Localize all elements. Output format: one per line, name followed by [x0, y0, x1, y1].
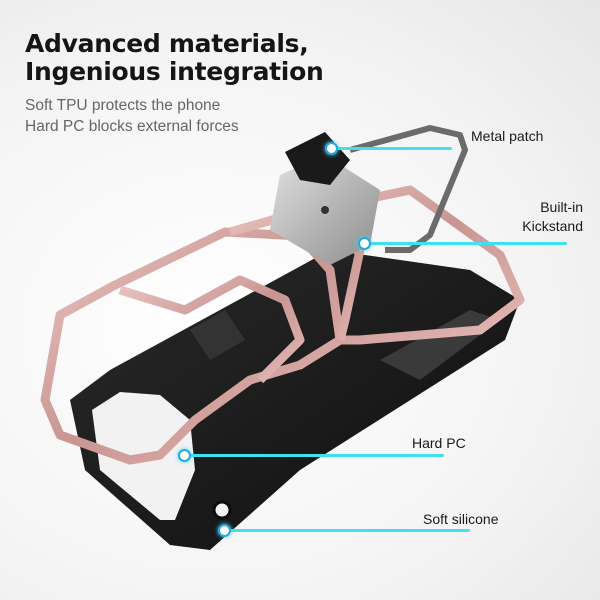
callout-label-metal-patch: Metal patch — [471, 128, 544, 144]
callout-line-hard-pc — [184, 454, 444, 457]
callout-line-metal-patch — [330, 147, 452, 150]
callout-line-kickstand — [362, 242, 567, 245]
subtitle-line-2: Hard PC blocks external forces — [25, 118, 239, 135]
subtitle: Soft TPU protects the phone Hard PC bloc… — [25, 95, 239, 137]
subtitle-line-1: Soft TPU protects the phone — [25, 97, 221, 114]
callout-line-soft-silicone — [224, 529, 470, 532]
headline-line-2: Ingenious integration — [25, 57, 324, 86]
callout-label-soft-silicone: Soft silicone — [423, 511, 499, 527]
kickstand-label-line-2: Kickstand — [522, 218, 583, 234]
kickstand — [270, 125, 468, 265]
soft-silicone-case — [70, 250, 520, 550]
callout-dot-kickstand — [358, 237, 371, 250]
callout-dot-hard-pc — [178, 449, 191, 462]
headline-line-1: Advanced materials, — [25, 29, 309, 58]
callout-label-hard-pc: Hard PC — [412, 435, 466, 451]
callout-dot-metal-patch — [325, 142, 338, 155]
callout-dot-soft-silicone — [218, 524, 231, 537]
callout-label-kickstand: Built-in Kickstand — [505, 198, 583, 236]
kickstand-label-line-1: Built-in — [540, 199, 583, 215]
headline: Advanced materials, Ingenious integratio… — [25, 29, 324, 86]
